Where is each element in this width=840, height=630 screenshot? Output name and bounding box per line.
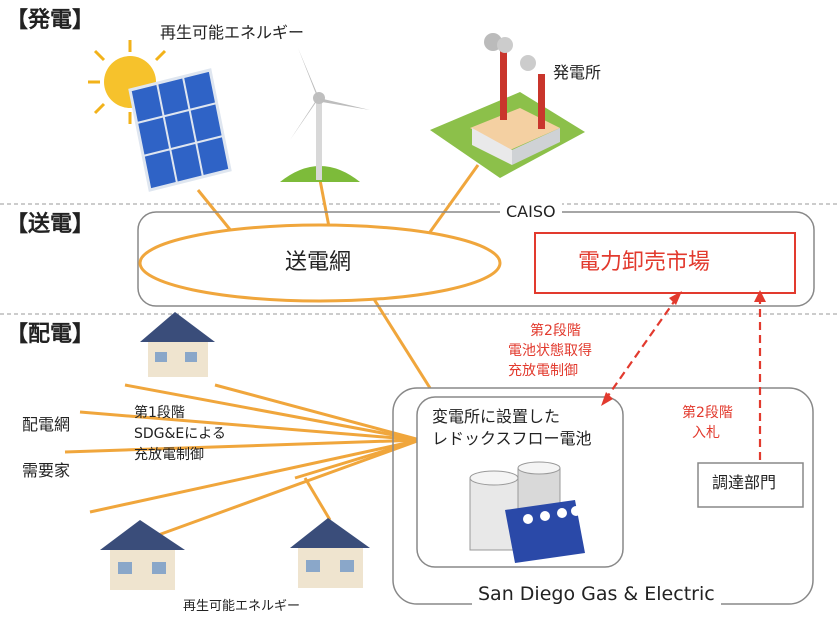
caiso-label: CAISO (500, 202, 562, 222)
house-icon (100, 520, 185, 590)
battery-icon (469, 461, 585, 563)
section-generation: 【発電】 (6, 8, 95, 33)
stage2-control-status: 電池状態取得 (508, 343, 592, 359)
stage1-title: 第1段階 (134, 405, 185, 421)
house-icon (290, 518, 370, 588)
transmission-grid-ellipse (138, 223, 502, 303)
stage2-control-title: 第2段階 (530, 323, 581, 339)
wholesale-market-label: 電力卸売市場 (578, 250, 711, 275)
transmission-grid-label: 送電網 (285, 250, 352, 275)
solar-panel-icon (128, 68, 232, 192)
stage1-control: 充放電制御 (134, 447, 204, 463)
consumers-label: 需要家 (22, 461, 71, 480)
battery-label-line2: レドックスフロー電池 (432, 429, 592, 448)
generation-links (64, 164, 480, 540)
house-icon (140, 312, 215, 377)
stage1-operator: SDG&Eによる (134, 426, 226, 442)
battery-label-line1: 変電所に設置した (432, 407, 561, 426)
section-distribution: 【配電】 (6, 322, 95, 347)
stage2-bid-title: 第2段階 (682, 405, 733, 421)
stage2-control-charge: 充放電制御 (508, 363, 578, 379)
bottom-renewable-label: 再生可能エネルギー (183, 599, 301, 614)
wind-turbine-icon (280, 48, 370, 182)
power-plant-icon (430, 33, 585, 178)
procurement-box (697, 462, 804, 508)
stage2-arrows (604, 295, 762, 460)
arrow-heads (601, 290, 766, 406)
stage2-bid-label: 入札 (692, 425, 720, 441)
sdge-label: San Diego Gas & Electric (472, 583, 721, 606)
caiso-box (137, 211, 815, 307)
distribution-grid-label: 配電網 (22, 415, 71, 434)
section-transmission: 【送電】 (6, 212, 95, 237)
power-plant-label: 発電所 (553, 63, 602, 82)
renewable-energy-label: 再生可能エネルギー (160, 23, 305, 42)
procurement-label: 調達部門 (712, 473, 777, 492)
wholesale-market-box (534, 232, 796, 294)
